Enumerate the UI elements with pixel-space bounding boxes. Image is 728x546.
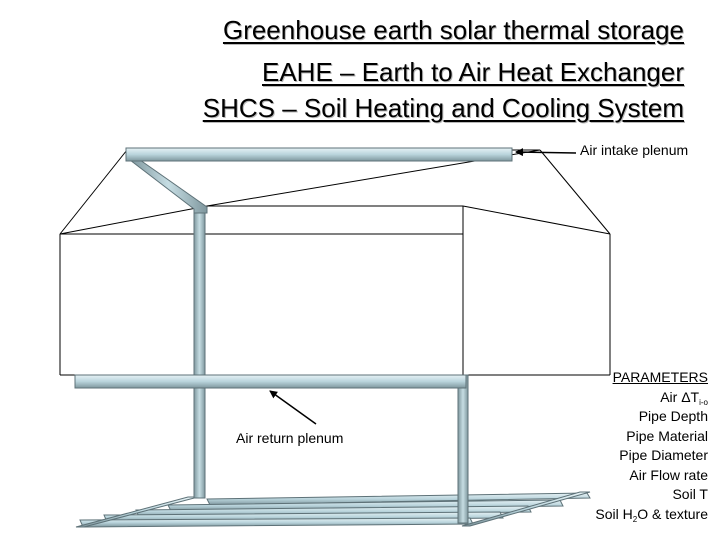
param-pipe-diameter: Pipe Diameter bbox=[619, 447, 708, 463]
parameters-header: PARAMETERS bbox=[612, 369, 708, 385]
greenhouse-outline bbox=[59, 149, 611, 376]
parameters-list: PARAMETERS Air ΔTi-o Pipe Depth Pipe Mat… bbox=[595, 368, 708, 524]
soil-pipe-array bbox=[75, 491, 591, 528]
intake-elbow-pipe bbox=[128, 159, 208, 214]
air-return-arrow bbox=[269, 390, 317, 425]
param-pipe-depth: Pipe Depth bbox=[638, 408, 708, 424]
manifold-right bbox=[461, 491, 591, 527]
soil-pipe-5 bbox=[79, 517, 474, 528]
param-soil-h2o-texture: Soil H2O & texture bbox=[595, 505, 708, 524]
title-line-3: SHCS – Soil Heating and Cooling System bbox=[202, 93, 684, 123]
roof-back-left bbox=[59, 149, 128, 235]
roof-back-right bbox=[539, 149, 611, 235]
title-line-2: EAHE – Earth to Air Heat Exchanger bbox=[262, 57, 684, 87]
param-air-delta-t: Air ΔTi-o bbox=[660, 388, 708, 407]
plenums bbox=[74, 147, 513, 389]
supply-riser-pipe bbox=[193, 209, 206, 499]
param-soil-t: Soil T bbox=[672, 486, 708, 502]
air-intake-arrow bbox=[515, 148, 577, 157]
title-line-1: Greenhouse earth solar thermal storage bbox=[222, 15, 684, 45]
air-return-label: Air return plenum bbox=[236, 430, 344, 446]
return-riser-pipe bbox=[457, 374, 469, 524]
air-intake-plenum-pipe bbox=[125, 147, 513, 162]
air-return-plenum-pipe bbox=[74, 374, 467, 389]
air-intake-label: Air intake plenum bbox=[580, 142, 689, 158]
wall-top-right bbox=[462, 205, 611, 235]
param-pipe-material: Pipe Material bbox=[626, 427, 708, 444]
roof-front-left bbox=[59, 205, 208, 235]
param-air-flow-rate: Air Flow rate bbox=[629, 466, 708, 483]
vertical-pipes bbox=[128, 159, 469, 524]
